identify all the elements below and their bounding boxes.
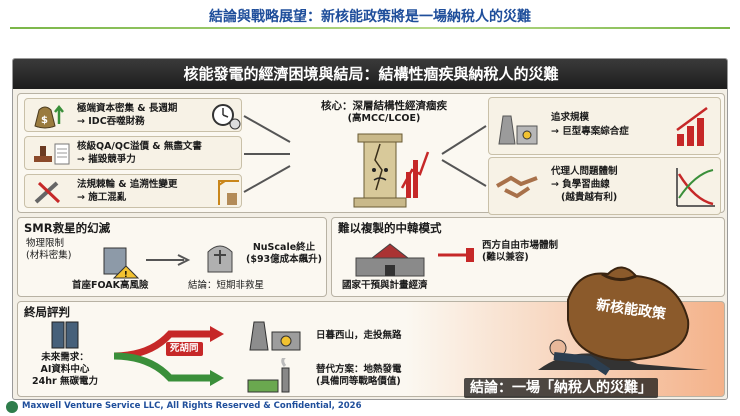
left-arrows [243, 115, 291, 193]
slide-title: 結論與戰略展望：新核能政策將是一場納稅人的災難 [209, 9, 531, 25]
fork-arrows [113, 326, 224, 386]
right-item-1-line1: 追求規模 [551, 112, 590, 123]
smr-foak: 首座FOAK高風險 [72, 280, 149, 291]
wrench-tools-icon [34, 181, 61, 204]
smr-nuscale: NuScale終止 ($93億成本飆升) [246, 242, 323, 265]
fortress-icon [355, 243, 425, 277]
rising-bars-icon [676, 106, 708, 146]
right-item-1-line2: → 巨型專案綜合症 [551, 126, 629, 137]
footer-text: Maxwell Venture Service LLC, All Rights … [22, 401, 362, 411]
dead-reactor-icon [249, 321, 301, 351]
core-title: 核心：深層結構性經濟痼疾 [321, 100, 447, 112]
left-item-1: $ 極端資本密集 & 長週期 → IDC吞噬財務 [24, 98, 242, 132]
company-logo [6, 401, 18, 413]
cracked-pillar-icon [353, 133, 430, 208]
right-item-1: 追求規模 → 巨型專案綜合症 [488, 97, 721, 155]
state-control: 國家干預與計畫經濟 [342, 280, 428, 291]
final-conclusion: 結論：一場「納稅人的災難」 [464, 378, 658, 398]
smr-physics-limit: 物理限制 (材料密集) [26, 238, 72, 261]
left-item-3-line2: → 施工混亂 [77, 192, 127, 203]
left-item-1-line1: 極端資本密集 & 長週期 [77, 103, 178, 114]
geothermal-icon [247, 358, 290, 393]
left-item-2: 核級QA/QC溢價 & 無盡文書 → 摧毀競爭力 [24, 136, 242, 170]
endgame-demand: 未來需求： AI資料中心 24hr 無碳電力 [32, 352, 98, 387]
clock-skull-icon [212, 104, 241, 130]
right-item-2-line2: → 負學習曲線 [551, 179, 610, 190]
infographic-header: 核能發電的經濟困境與結局：結構性痼疾與納稅人的災難 [13, 59, 727, 89]
left-item-3-line1: 法規棘輪 & 追溯性變更 [77, 179, 178, 190]
smr-title: SMR救星的幻滅 [24, 221, 111, 235]
money-bag-icon: $ [34, 104, 64, 129]
tombstone-icon [207, 245, 233, 273]
smr-conclusion: 結論：短期非救星 [188, 280, 265, 291]
smr-arrow [146, 254, 191, 266]
svg-text:!: ! [124, 270, 128, 279]
core-subtitle: (高MCC/LCOE) [347, 113, 421, 124]
right-arrows [441, 125, 487, 187]
crane-icon [218, 180, 239, 205]
smr-panel: SMR救星的幻滅 物理限制 (材料密集) ! NuScale終止 ($93億成本… [17, 217, 327, 297]
datacenter-icon [51, 321, 79, 349]
smr-module-icon: ! [103, 247, 140, 279]
left-item-3: 法規棘輪 & 追溯性變更 → 施工混亂 [24, 174, 242, 208]
left-item-1-line2: → IDC吞噬財務 [77, 116, 145, 127]
blocked-arrow-icon [438, 248, 474, 262]
right-item-2-line3: (越貴越有利) [561, 192, 618, 203]
stamp-documents-icon [34, 143, 70, 165]
reactor-factory-icon [498, 115, 538, 145]
right-item-2-line1: 代理人問題體制 [551, 166, 618, 177]
western-market: 西方自由市場體制 (難以兼容) [482, 240, 559, 263]
dead-end-tag: 死胡同 [166, 342, 203, 356]
sino-korea-title: 難以複製的中韓模式 [338, 221, 442, 235]
dead-end-text: 日暮西山，走投無路 [316, 330, 402, 341]
right-item-2: 代理人問題體制 → 負學習曲線 (越貴越有利) [488, 157, 721, 215]
svg-text:$: $ [41, 115, 48, 126]
handshake-icon [496, 175, 538, 199]
money-bag-figure-icon [538, 266, 708, 376]
left-item-2-line1: 核級QA/QC溢價 & 無盡文書 [77, 141, 202, 152]
falling-curve-icon [676, 168, 715, 207]
infographic: 核能發電的經濟困境與結局：結構性痼疾與納稅人的災難 $ 極端資本密集 & 長週期… [12, 58, 728, 400]
left-item-2-line2: → 摧毀競爭力 [77, 154, 136, 165]
endgame-panel: 終局評判 未來需求： AI資料中心 24hr 無碳電力 死胡同 日暮西山，走投無… [17, 266, 725, 398]
alternative-text: 替代方案：地熱發電 (具備同等戰略價值) [316, 364, 402, 387]
title-divider [10, 27, 730, 29]
endgame-title: 終局評判 [24, 305, 70, 319]
